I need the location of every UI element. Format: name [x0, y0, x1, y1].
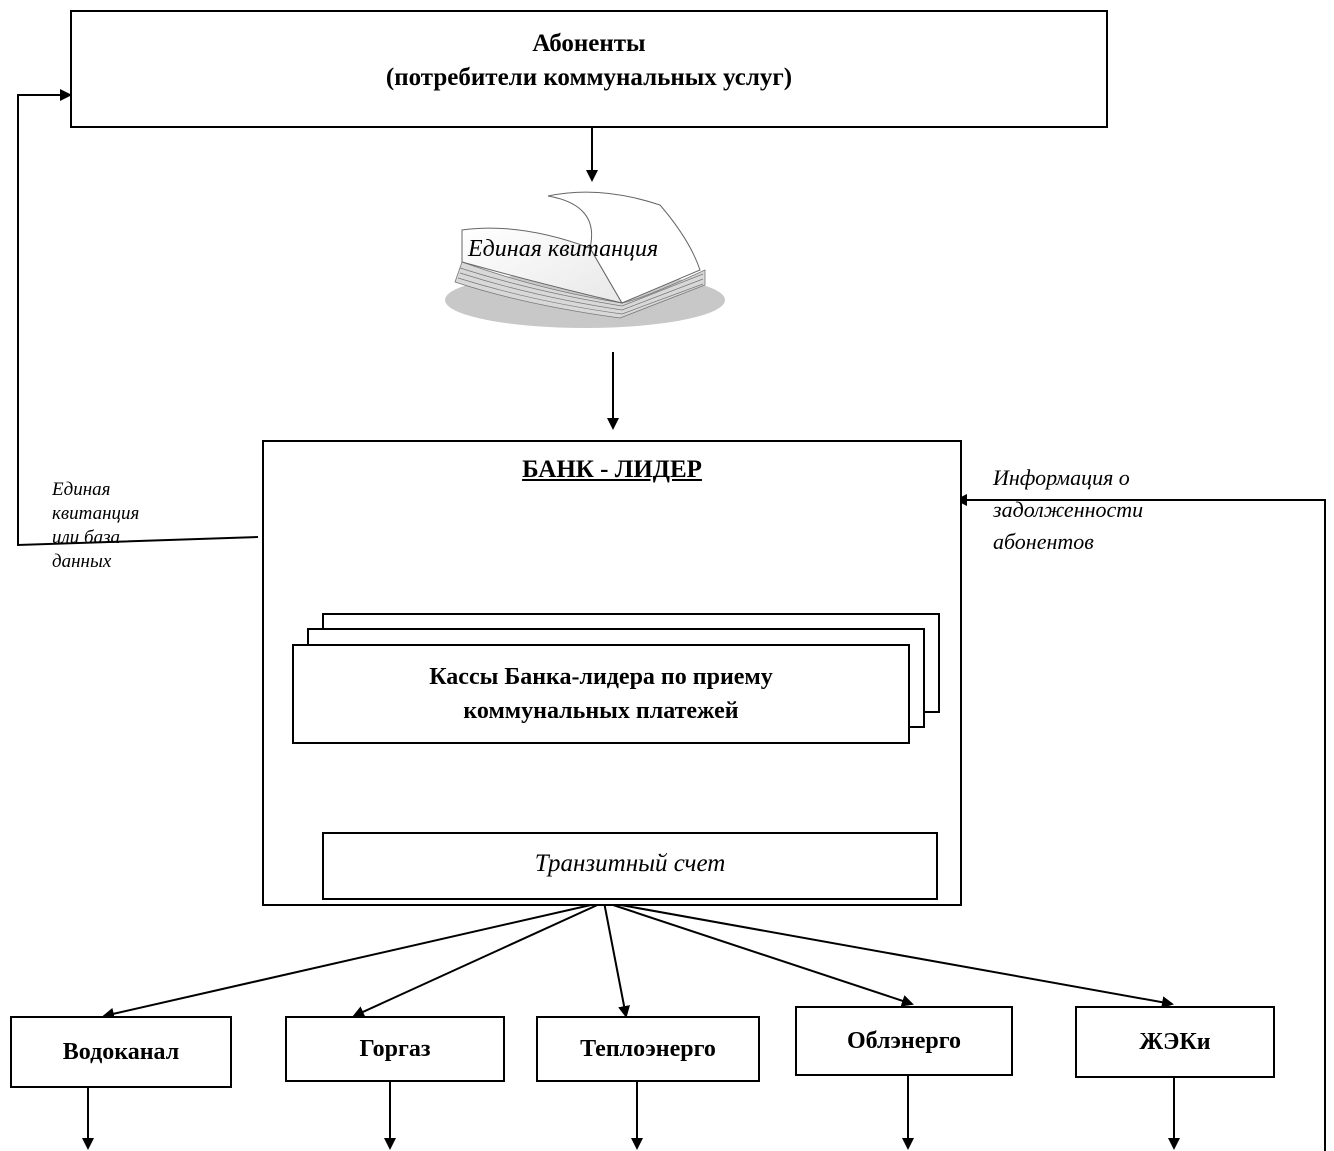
provider-gorgaz: Горгаз	[285, 1016, 505, 1082]
transit-account-label: Транзитный счет	[534, 850, 726, 877]
cash-box: Кассы Банка-лидера по приему коммунальны…	[292, 644, 910, 744]
provider-zheki: ЖЭКи	[1075, 1006, 1275, 1078]
right-note-line2: задолженности	[993, 497, 1144, 522]
left-note-line3: или база	[52, 527, 121, 548]
right-note-line3: абонентов	[993, 529, 1094, 554]
provider-teploenergo: Теплоэнерго	[536, 1016, 760, 1082]
book-icon	[445, 191, 725, 328]
bank-title: БАНК - ЛИДЕР	[522, 456, 702, 483]
cash-box-line2: коммунальных платежей	[463, 698, 739, 724]
arrow-transit-to-gorgaz	[352, 901, 605, 1018]
left-note-line4: данных	[52, 551, 112, 572]
provider-vodokanal-label: Водоканал	[62, 1038, 180, 1065]
arrow-transit-to-teploenergo	[603, 901, 630, 1018]
abonents-title: Абоненты	[532, 30, 646, 57]
left-note-line1: Единая	[52, 479, 111, 500]
provider-zheki-label: ЖЭКи	[1139, 1028, 1211, 1055]
abonents-box: Абоненты (потребители коммунальных услуг…	[70, 10, 1108, 128]
provider-oblenergo-label: Облэнерго	[846, 1027, 962, 1054]
provider-vodokanal: Водоканал	[10, 1016, 232, 1088]
arrow-providers-to-bank	[955, 494, 1326, 1151]
arrow-transit-to-zheki	[603, 901, 1174, 1009]
left-note-line2: квитанция	[52, 503, 140, 524]
provider-gorgaz-label: Горгаз	[359, 1035, 431, 1062]
receipt-label: Единая квитанция	[468, 236, 659, 262]
arrow-transit-to-oblenergo	[603, 901, 914, 1007]
provider-teploenergo-label: Теплоэнерго	[580, 1035, 716, 1062]
transit-account-box: Транзитный счет	[322, 832, 938, 900]
right-note-line1: Информация о	[993, 465, 1130, 490]
arrow-bank-to-abonents	[17, 89, 259, 547]
arrow-transit-to-vodokanal	[102, 901, 605, 1020]
abonents-subtitle: (потребители коммунальных услуг)	[385, 64, 793, 91]
provider-oblenergo: Облэнерго	[795, 1006, 1013, 1076]
cash-box-line1: Кассы Банка-лидера по приему	[429, 664, 773, 690]
